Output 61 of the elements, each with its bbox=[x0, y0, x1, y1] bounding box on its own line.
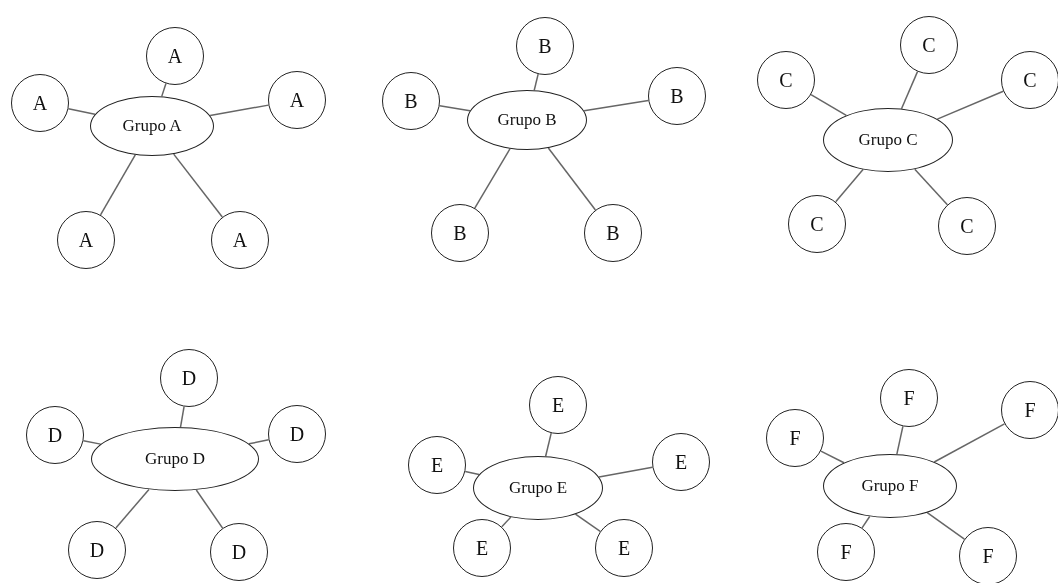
member-circle: C bbox=[757, 51, 815, 109]
connector-line bbox=[598, 466, 654, 478]
connector-line bbox=[67, 108, 96, 116]
member-circle: F bbox=[766, 409, 824, 467]
group-ellipse: Grupo F bbox=[823, 454, 957, 518]
member-circle: F bbox=[1001, 381, 1058, 439]
connector-line bbox=[179, 405, 185, 428]
member-circle: C bbox=[900, 16, 958, 74]
group-ellipse: Grupo B bbox=[467, 90, 587, 150]
connector-line bbox=[896, 425, 904, 455]
member-circle: D bbox=[68, 521, 126, 579]
member-circle: E bbox=[408, 436, 466, 494]
member-circle: E bbox=[453, 519, 511, 577]
connector-line bbox=[474, 148, 511, 209]
connector-line bbox=[914, 168, 949, 206]
member-circle: E bbox=[652, 433, 710, 491]
member-circle: F bbox=[880, 369, 938, 427]
connector-line bbox=[248, 439, 270, 445]
connector-line bbox=[900, 70, 919, 110]
member-circle: C bbox=[1001, 51, 1058, 109]
group-ellipse: Grupo D bbox=[91, 427, 259, 491]
connector-line bbox=[926, 511, 966, 540]
member-circle: A bbox=[57, 211, 115, 269]
member-circle: A bbox=[11, 74, 69, 132]
member-circle: D bbox=[268, 405, 326, 463]
group-ellipse: Grupo E bbox=[473, 456, 603, 520]
member-circle: F bbox=[959, 527, 1017, 583]
connector-line bbox=[438, 104, 471, 112]
member-circle: D bbox=[210, 523, 268, 581]
group-ellipse: Grupo C bbox=[823, 108, 953, 172]
member-circle: A bbox=[146, 27, 204, 85]
member-circle: B bbox=[382, 72, 440, 130]
connector-line bbox=[209, 104, 270, 117]
connector-line bbox=[933, 423, 1006, 463]
member-circle: A bbox=[211, 211, 269, 269]
connector-line bbox=[810, 93, 848, 117]
connector-line bbox=[574, 513, 601, 533]
member-circle: B bbox=[431, 204, 489, 262]
connector-line bbox=[936, 90, 1005, 120]
group-ellipse: Grupo A bbox=[90, 96, 214, 156]
connector-line bbox=[533, 73, 539, 91]
member-circle: E bbox=[595, 519, 653, 577]
connector-line bbox=[195, 489, 224, 529]
member-circle: C bbox=[938, 197, 996, 255]
connector-line bbox=[464, 470, 480, 476]
member-circle: B bbox=[648, 67, 706, 125]
member-circle: A bbox=[268, 71, 326, 129]
connector-line bbox=[834, 168, 864, 203]
connector-line bbox=[820, 450, 845, 464]
member-circle: E bbox=[529, 376, 587, 434]
connector-line bbox=[161, 82, 167, 98]
member-circle: D bbox=[160, 349, 218, 407]
member-circle: B bbox=[584, 204, 642, 262]
connector-line bbox=[544, 432, 552, 457]
member-circle: D bbox=[26, 406, 84, 464]
connector-line bbox=[583, 99, 650, 112]
connector-line bbox=[99, 154, 137, 216]
connector-line bbox=[501, 516, 512, 528]
member-circle: C bbox=[788, 195, 846, 253]
member-circle: F bbox=[817, 523, 875, 581]
member-circle: B bbox=[516, 17, 574, 75]
